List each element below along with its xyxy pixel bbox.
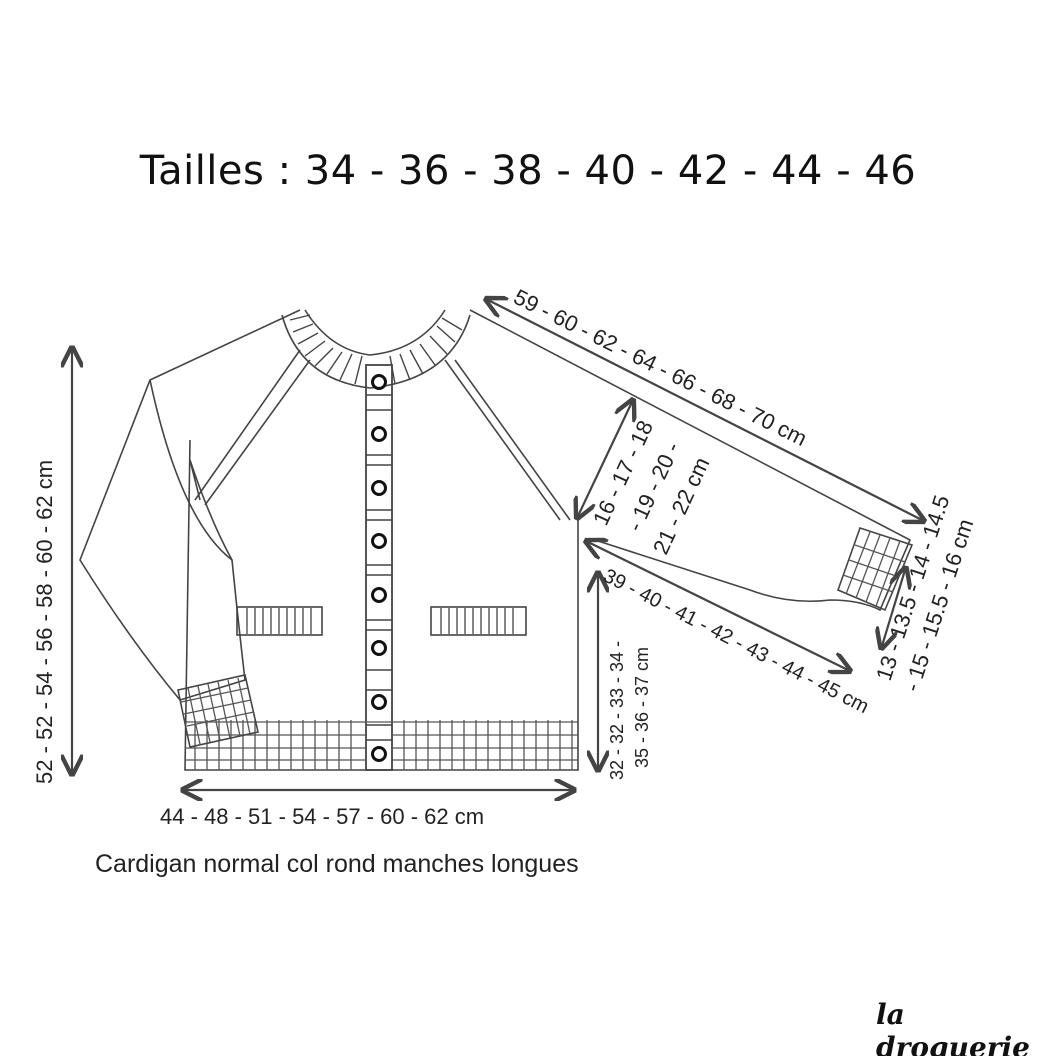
armhole-arrow [578, 402, 632, 516]
button [371, 640, 387, 656]
pattern-caption: Cardigan normal col rond manches longues [95, 850, 579, 878]
button-band [365, 364, 393, 771]
pockets [236, 606, 527, 636]
buttons [371, 374, 387, 762]
button [371, 587, 387, 603]
button [371, 694, 387, 710]
button [371, 374, 387, 390]
sleeve-arrow [488, 300, 922, 520]
button [371, 480, 387, 496]
neck-ribbing [289, 314, 463, 385]
button [371, 426, 387, 442]
dimension-arrows [72, 300, 922, 790]
brand-logo: la droguerie [876, 998, 1030, 1056]
cuff-arrow [882, 570, 905, 646]
side-label-1: 32 - 32 - 33 - 34 - [607, 641, 627, 780]
underarm-arrow [588, 542, 848, 670]
button [371, 533, 387, 549]
length-label: 52 - 52 - 54 - 56 - 58 - 60 - 62 cm [32, 460, 57, 784]
side-label-2: 35 - 36 - 37 cm [632, 647, 652, 768]
dimension-labels: 52 - 52 - 54 - 56 - 58 - 60 - 62 cm 44 -… [32, 284, 978, 829]
sizes-title: Tailles : 34 - 36 - 38 - 40 - 42 - 44 - … [139, 148, 917, 194]
left-cuff-ribbing [177, 674, 259, 748]
button [371, 746, 387, 762]
hem-ribbing [185, 720, 578, 770]
garment-outline [79, 309, 912, 771]
width-label: 44 - 48 - 51 - 54 - 57 - 60 - 62 cm [160, 804, 484, 829]
sleeve-label: 59 - 60 - 62 - 64 - 66 - 68 - 70 cm [510, 284, 811, 451]
